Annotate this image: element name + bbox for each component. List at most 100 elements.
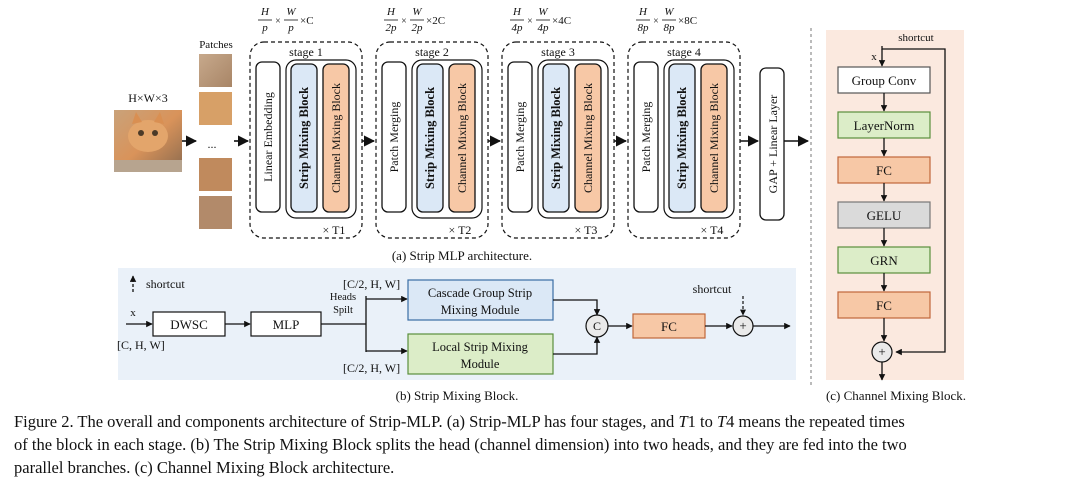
concat-label: C	[593, 319, 601, 333]
stage-outline	[627, 41, 741, 239]
stage-dim-h-den: p	[261, 22, 268, 34]
smb-fc-label: FC	[661, 319, 677, 334]
stage-dim-h: H	[638, 6, 648, 18]
mlp-box	[250, 311, 322, 337]
cmb-layer-label: GRN	[870, 253, 898, 268]
strip-mixing-block	[668, 63, 696, 213]
patch-thumbnails	[199, 54, 232, 229]
label-b: (b) Strip Mixing Block.	[396, 388, 519, 403]
stage-first-block	[633, 61, 659, 213]
stage-name: stage 2	[415, 45, 449, 59]
stage-dim-w-den: p	[287, 22, 294, 34]
cmb-layer-label: FC	[876, 298, 892, 313]
dwsc-label: DWSC	[170, 317, 208, 332]
caption-line-3: parallel branches. (c) Channel Mixing Bl…	[14, 458, 395, 477]
stage-first-block-label: Patch Merging	[513, 102, 527, 173]
smb-bottom-dims: [C/2, H, W]	[343, 361, 400, 375]
caption-line-1: Figure 2. The overall and components arc…	[14, 412, 905, 431]
stage-outline	[501, 41, 615, 239]
smb-top-dims: [C/2, H, W]	[343, 277, 400, 291]
stage-first-block-label: Patch Merging	[639, 102, 653, 173]
stage-dim-c: ×C	[300, 15, 314, 27]
label-c: (c) Channel Mixing Block.	[826, 388, 966, 403]
channel-mixing-block	[448, 63, 476, 213]
cmb-layer-2: LayerNorm	[837, 111, 931, 157]
stage-outline	[249, 41, 363, 239]
stage-dim-w: W	[286, 6, 296, 18]
smb-add-label: +	[739, 318, 746, 333]
stage-dim-c: ×2C	[426, 15, 445, 27]
strip-mixing-block	[290, 63, 318, 213]
stage-repeat-group	[537, 59, 609, 219]
stage-outline	[375, 41, 489, 239]
stage-dim-h-den: 2p	[386, 22, 398, 34]
cmb-layer-6: FC	[837, 291, 931, 342]
strip-mixing-block	[542, 63, 570, 213]
cmb-x-label: x	[871, 51, 877, 63]
channel-mixing-label: Channel Mixing Block	[707, 83, 721, 193]
heads-split-line2: Spilt	[333, 305, 353, 316]
stage-dim-w: W	[664, 6, 674, 18]
stage-dim-times: ×	[527, 16, 533, 27]
cascade-line2: Mixing Module	[441, 303, 520, 317]
stage-dim-h: H	[260, 6, 270, 18]
stage-dim-times: ×	[653, 16, 659, 27]
stage-dim-w-den: 4p	[538, 22, 550, 34]
cmb-layer-box	[837, 201, 931, 229]
gap-linear-layer: GAP + Linear Layer	[759, 67, 785, 221]
cmb-layer-box	[837, 111, 931, 139]
stage-first-block-label: Linear Embedding	[261, 92, 275, 182]
channel-mixing-block	[574, 63, 602, 213]
stage-dim-c: ×4C	[552, 15, 571, 27]
smb-fc-box	[632, 313, 706, 339]
stage-first-block-label: Patch Merging	[387, 102, 401, 173]
stage-first-block	[507, 61, 533, 213]
stage-first-block	[381, 61, 407, 213]
strip-mixing-label: Strip Mixing Block	[675, 87, 689, 189]
stage-name: stage 4	[667, 45, 701, 59]
strip-mixing-label: Strip Mixing Block	[549, 87, 563, 189]
stage-dim-h-den: 4p	[512, 22, 524, 34]
channel-mixing-block	[700, 63, 728, 213]
patches-label: Patches	[199, 39, 233, 51]
input-size-label: H×W×3	[128, 91, 168, 105]
local-line2: Module	[461, 357, 500, 371]
stage-dim-w-den: 2p	[412, 22, 424, 34]
strip-mixing-block-panel: shortcut x [C, H, W] DWSC MLP Heads Spil…	[117, 268, 796, 380]
strip-mixing-label: Strip Mixing Block	[423, 87, 437, 189]
stage-dim-w: W	[538, 6, 548, 18]
stage-dim-h-den: 8p	[638, 22, 650, 34]
mlp-label: MLP	[273, 317, 300, 332]
cmb-layer-label: LayerNorm	[854, 118, 915, 133]
strip-mixing-block	[416, 63, 444, 213]
figure-caption: Figure 2. The overall and components arc…	[14, 410, 1066, 479]
stage-repeat-group	[411, 59, 483, 219]
cmb-layer-label: FC	[876, 163, 892, 178]
cmb-layer-label: GELU	[867, 208, 902, 223]
smb-shortcut-left: shortcut	[146, 277, 185, 291]
label-a: (a) Strip MLP architecture.	[392, 248, 532, 263]
caption-line-2: of the block in each stage. (b) The Stri…	[14, 435, 907, 454]
cmb-shortcut-label: shortcut	[898, 32, 933, 44]
stage-dim-w: W	[412, 6, 422, 18]
stage-name: stage 1	[289, 45, 323, 59]
smb-shortcut-right: shortcut	[693, 282, 732, 296]
channel-mixing-label: Channel Mixing Block	[329, 83, 343, 193]
stage-repeat-count: × T1	[323, 223, 346, 237]
cmb-layer-3: FC	[837, 156, 931, 202]
patches-ellipsis: ...	[208, 137, 217, 151]
stage-repeat-count: × T3	[575, 223, 598, 237]
stage-name: stage 3	[541, 45, 575, 59]
cmb-layer-5: GRN	[837, 246, 931, 292]
stages-group: Hp × Wp ×C stage 1 Linear Embedding Strip Mixi…	[249, 6, 741, 239]
stage-dim-h: H	[512, 6, 522, 18]
cascade-line1: Cascade Group Strip	[428, 286, 532, 300]
cmb-layer-1: Group Conv	[837, 66, 931, 112]
cascade-group-strip-mixing-module	[407, 279, 554, 321]
